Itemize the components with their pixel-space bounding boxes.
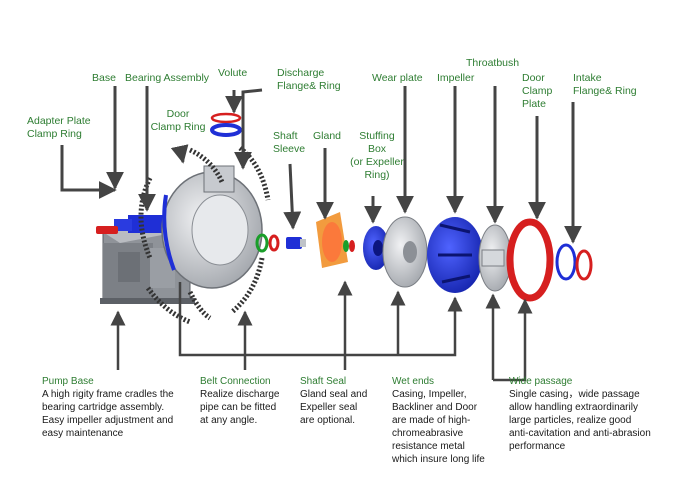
volute-rings — [210, 112, 242, 137]
feature-belt-connection: Belt Connection Realize discharge pipe c… — [200, 376, 280, 426]
label-intake-flange: Intake Flange& Ring — [573, 72, 637, 97]
label-arrows — [60, 86, 582, 244]
feature-belt-connection-title: Belt Connection — [200, 376, 271, 387]
feature-shaft-seal-title: Shaft Seal — [300, 376, 347, 387]
feature-shaft-seal: Shaft Seal Gland seal and Expeller seal … — [300, 376, 368, 426]
volute-casing — [161, 165, 263, 289]
label-throatbush: Throatbush — [466, 57, 520, 69]
feature-wide-passage-title: Wide passage — [509, 376, 573, 387]
wear-plate — [382, 216, 428, 288]
throatbush — [478, 224, 512, 292]
label-wear-plate: Wear plate — [372, 72, 423, 84]
label-stuffing-box: Stuffing Box (or Expeller Ring) — [350, 130, 404, 181]
label-adapter-plate-clamp-ring: Adapter Plate Clamp Ring — [27, 115, 91, 140]
label-shaft-sleeve: Shaft Sleeve — [273, 130, 306, 155]
shaft-sleeve-parts — [255, 233, 306, 253]
feature-pump-base: Pump Base A high rigity frame cradles th… — [42, 376, 174, 439]
label-base: Base — [92, 72, 116, 84]
label-volute: Volute — [218, 67, 248, 79]
label-door-clamp-plate: Door Clamp Plate — [522, 72, 553, 110]
intake-flange-rings — [555, 243, 593, 281]
bottom-leader-lines — [110, 280, 533, 382]
impeller — [427, 217, 483, 293]
feature-wet-ends: Wet ends Casing, Impeller, Backliner and… — [392, 376, 485, 465]
feature-wide-passage: Wide passage Single casing，wide passage … — [509, 376, 651, 452]
label-gland: Gland — [313, 130, 342, 142]
label-discharge-flange: Discharge Flange& Ring — [277, 67, 341, 92]
stuffing-box — [363, 226, 389, 270]
label-impeller: Impeller — [437, 72, 475, 84]
shaft-end — [96, 226, 118, 234]
door-clamp-plate — [506, 218, 554, 302]
feature-pump-base-title: Pump Base — [42, 376, 94, 387]
label-bearing-assembly: Bearing Assembly — [125, 72, 210, 84]
feature-wet-ends-title: Wet ends — [392, 376, 435, 387]
label-door-clamp-ring: Door Clamp Ring — [150, 108, 206, 133]
gland — [316, 212, 355, 268]
